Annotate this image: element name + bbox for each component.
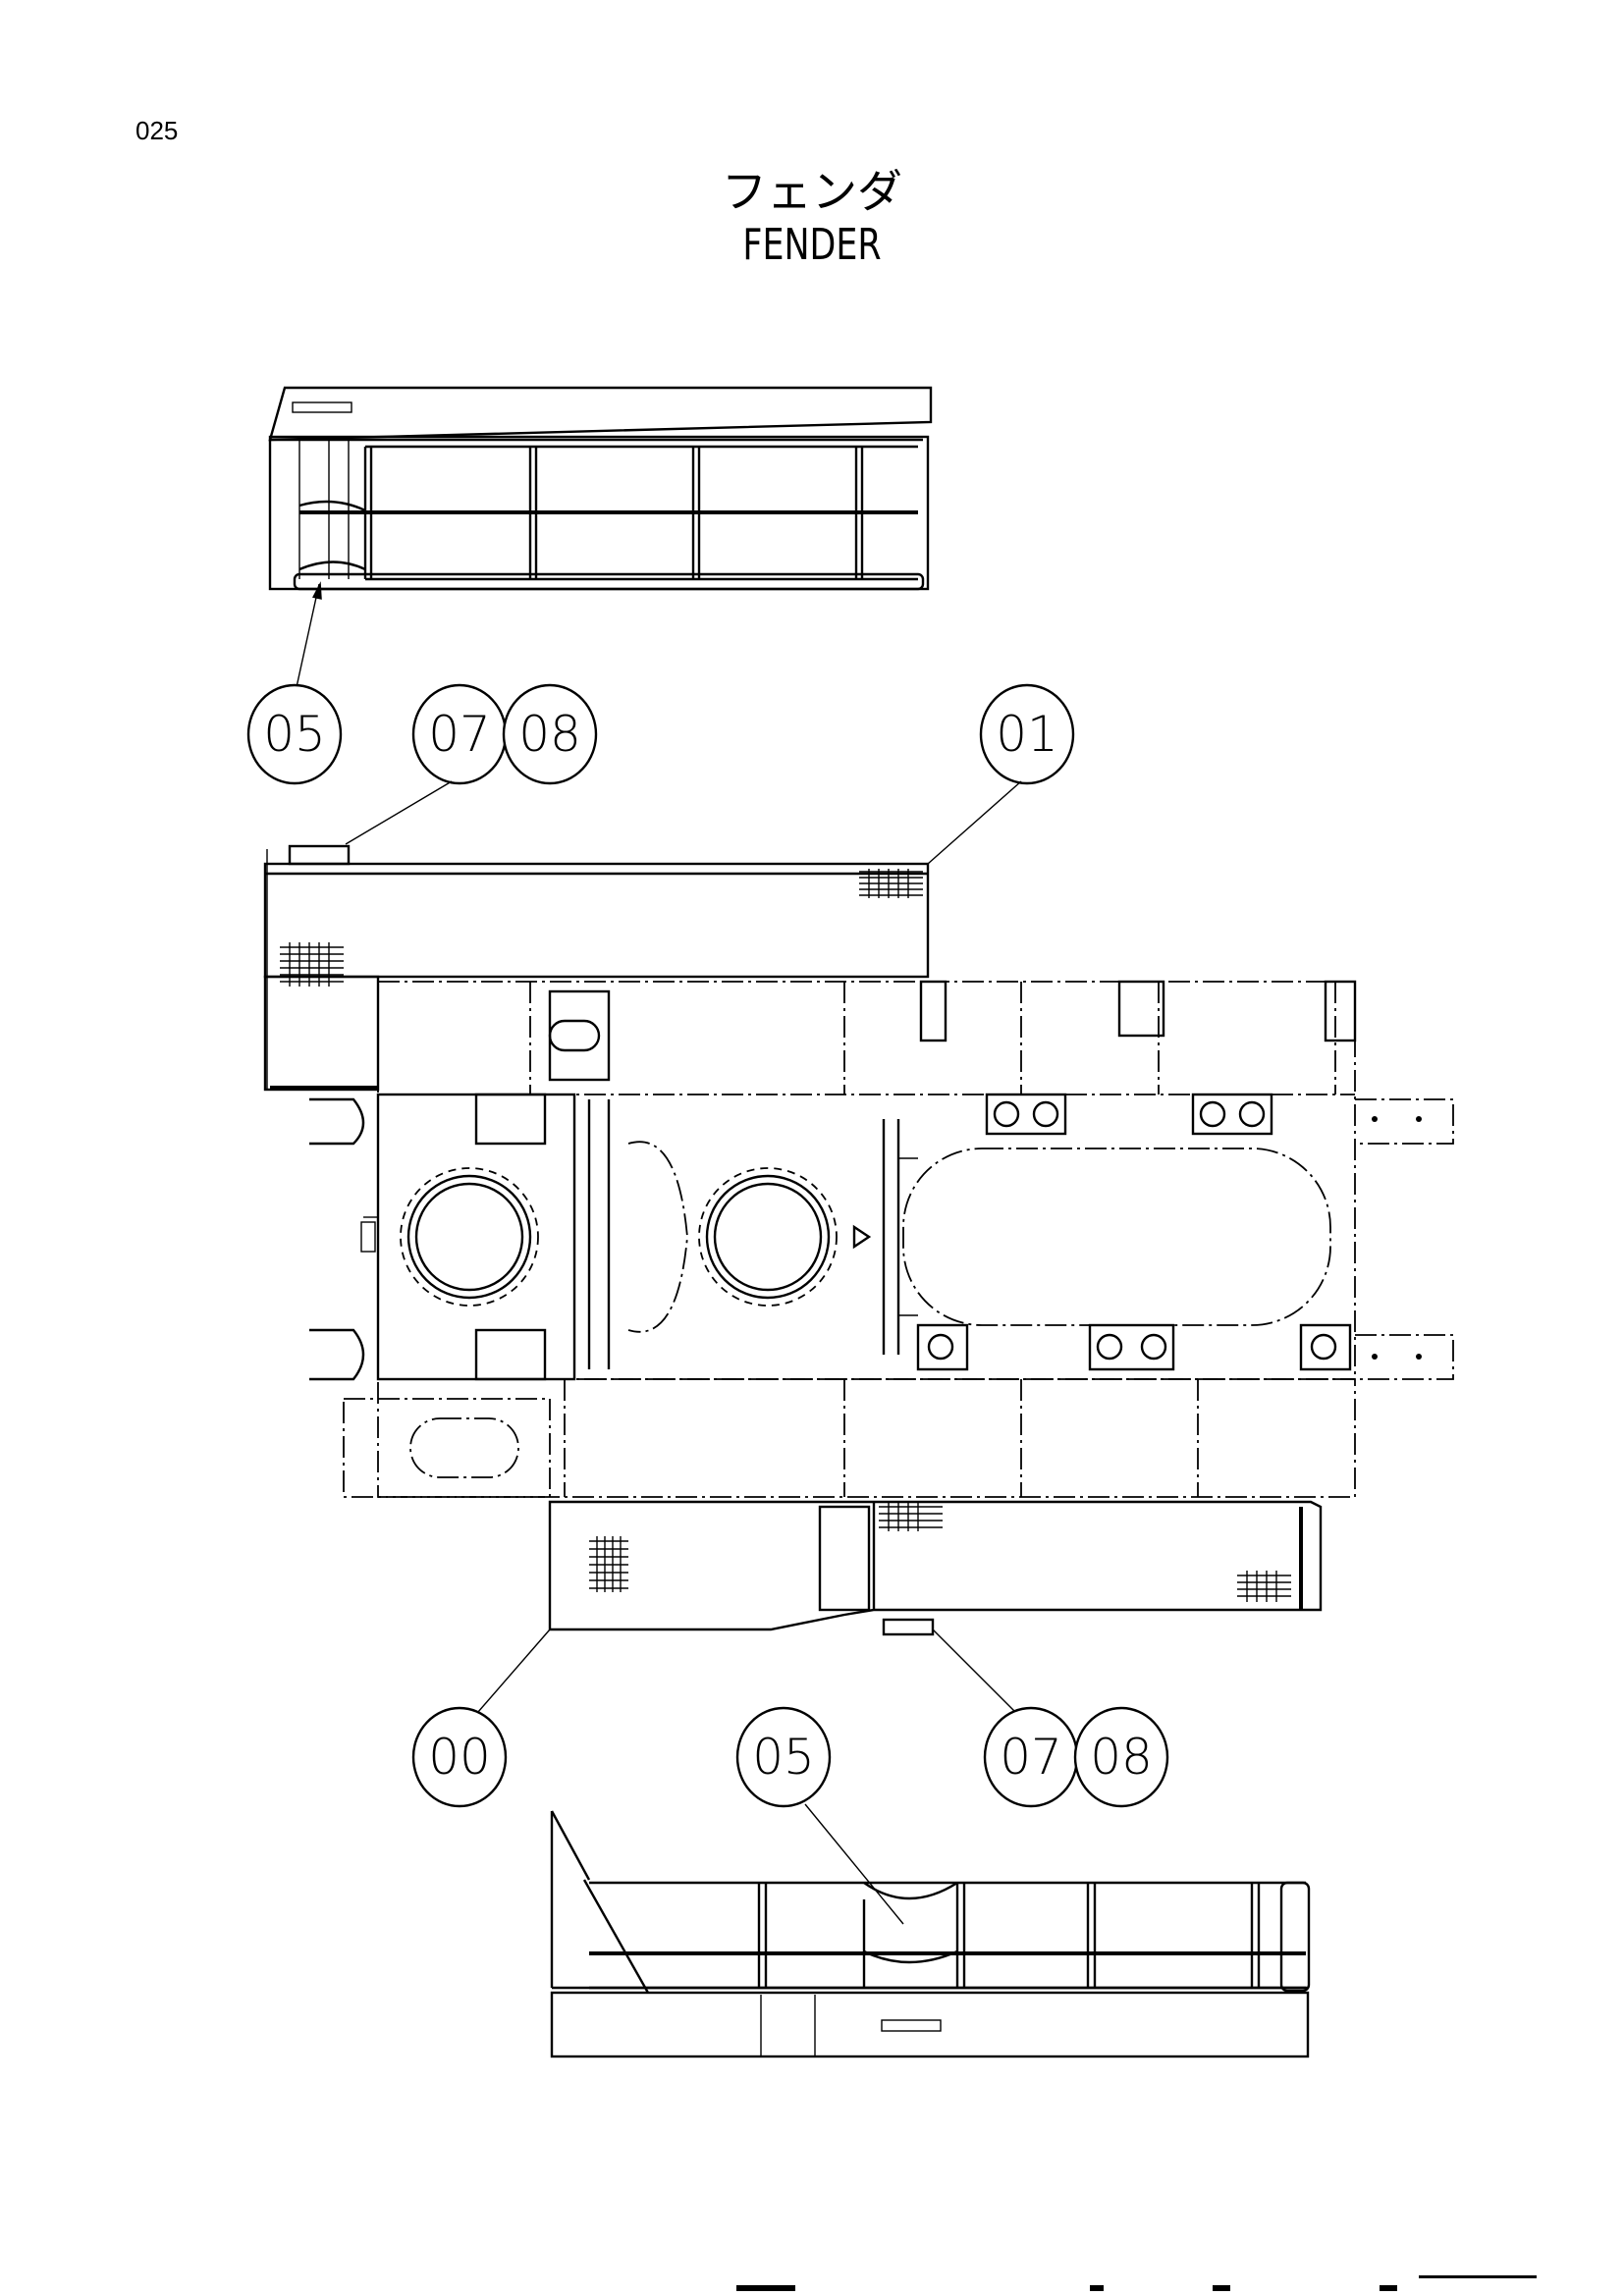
callout-00: 00 bbox=[411, 1706, 508, 1808]
callout-08-top: 08 bbox=[502, 683, 598, 785]
callout-label: 05 bbox=[263, 706, 326, 763]
main-plan-view bbox=[263, 844, 1454, 1636]
title-english: FENDER bbox=[742, 220, 882, 270]
callout-01: 01 bbox=[979, 683, 1075, 785]
bottom-fender-detail-view bbox=[550, 1810, 1311, 2058]
callout-05-bottom: 05 bbox=[735, 1706, 832, 1808]
page-edge-marks bbox=[736, 2275, 1537, 2291]
callout-label: 07 bbox=[1000, 1729, 1062, 1786]
callout-label: 05 bbox=[752, 1729, 815, 1786]
callout-label: 00 bbox=[428, 1729, 491, 1786]
callout-label: 08 bbox=[1090, 1729, 1153, 1786]
page-title: フェンダ FENDER bbox=[0, 165, 1624, 273]
callout-07-bottom: 07 bbox=[983, 1706, 1079, 1808]
callout-label: 07 bbox=[428, 706, 491, 763]
callout-label: 01 bbox=[996, 706, 1058, 763]
callout-07-top: 07 bbox=[411, 683, 508, 785]
top-fender-detail-view bbox=[268, 386, 933, 688]
title-japanese: フェンダ bbox=[722, 165, 902, 218]
callout-label: 08 bbox=[518, 706, 581, 763]
callout-05-top: 05 bbox=[246, 683, 343, 785]
page-number: 025 bbox=[135, 116, 179, 145]
callout-08-bottom: 08 bbox=[1073, 1706, 1169, 1808]
